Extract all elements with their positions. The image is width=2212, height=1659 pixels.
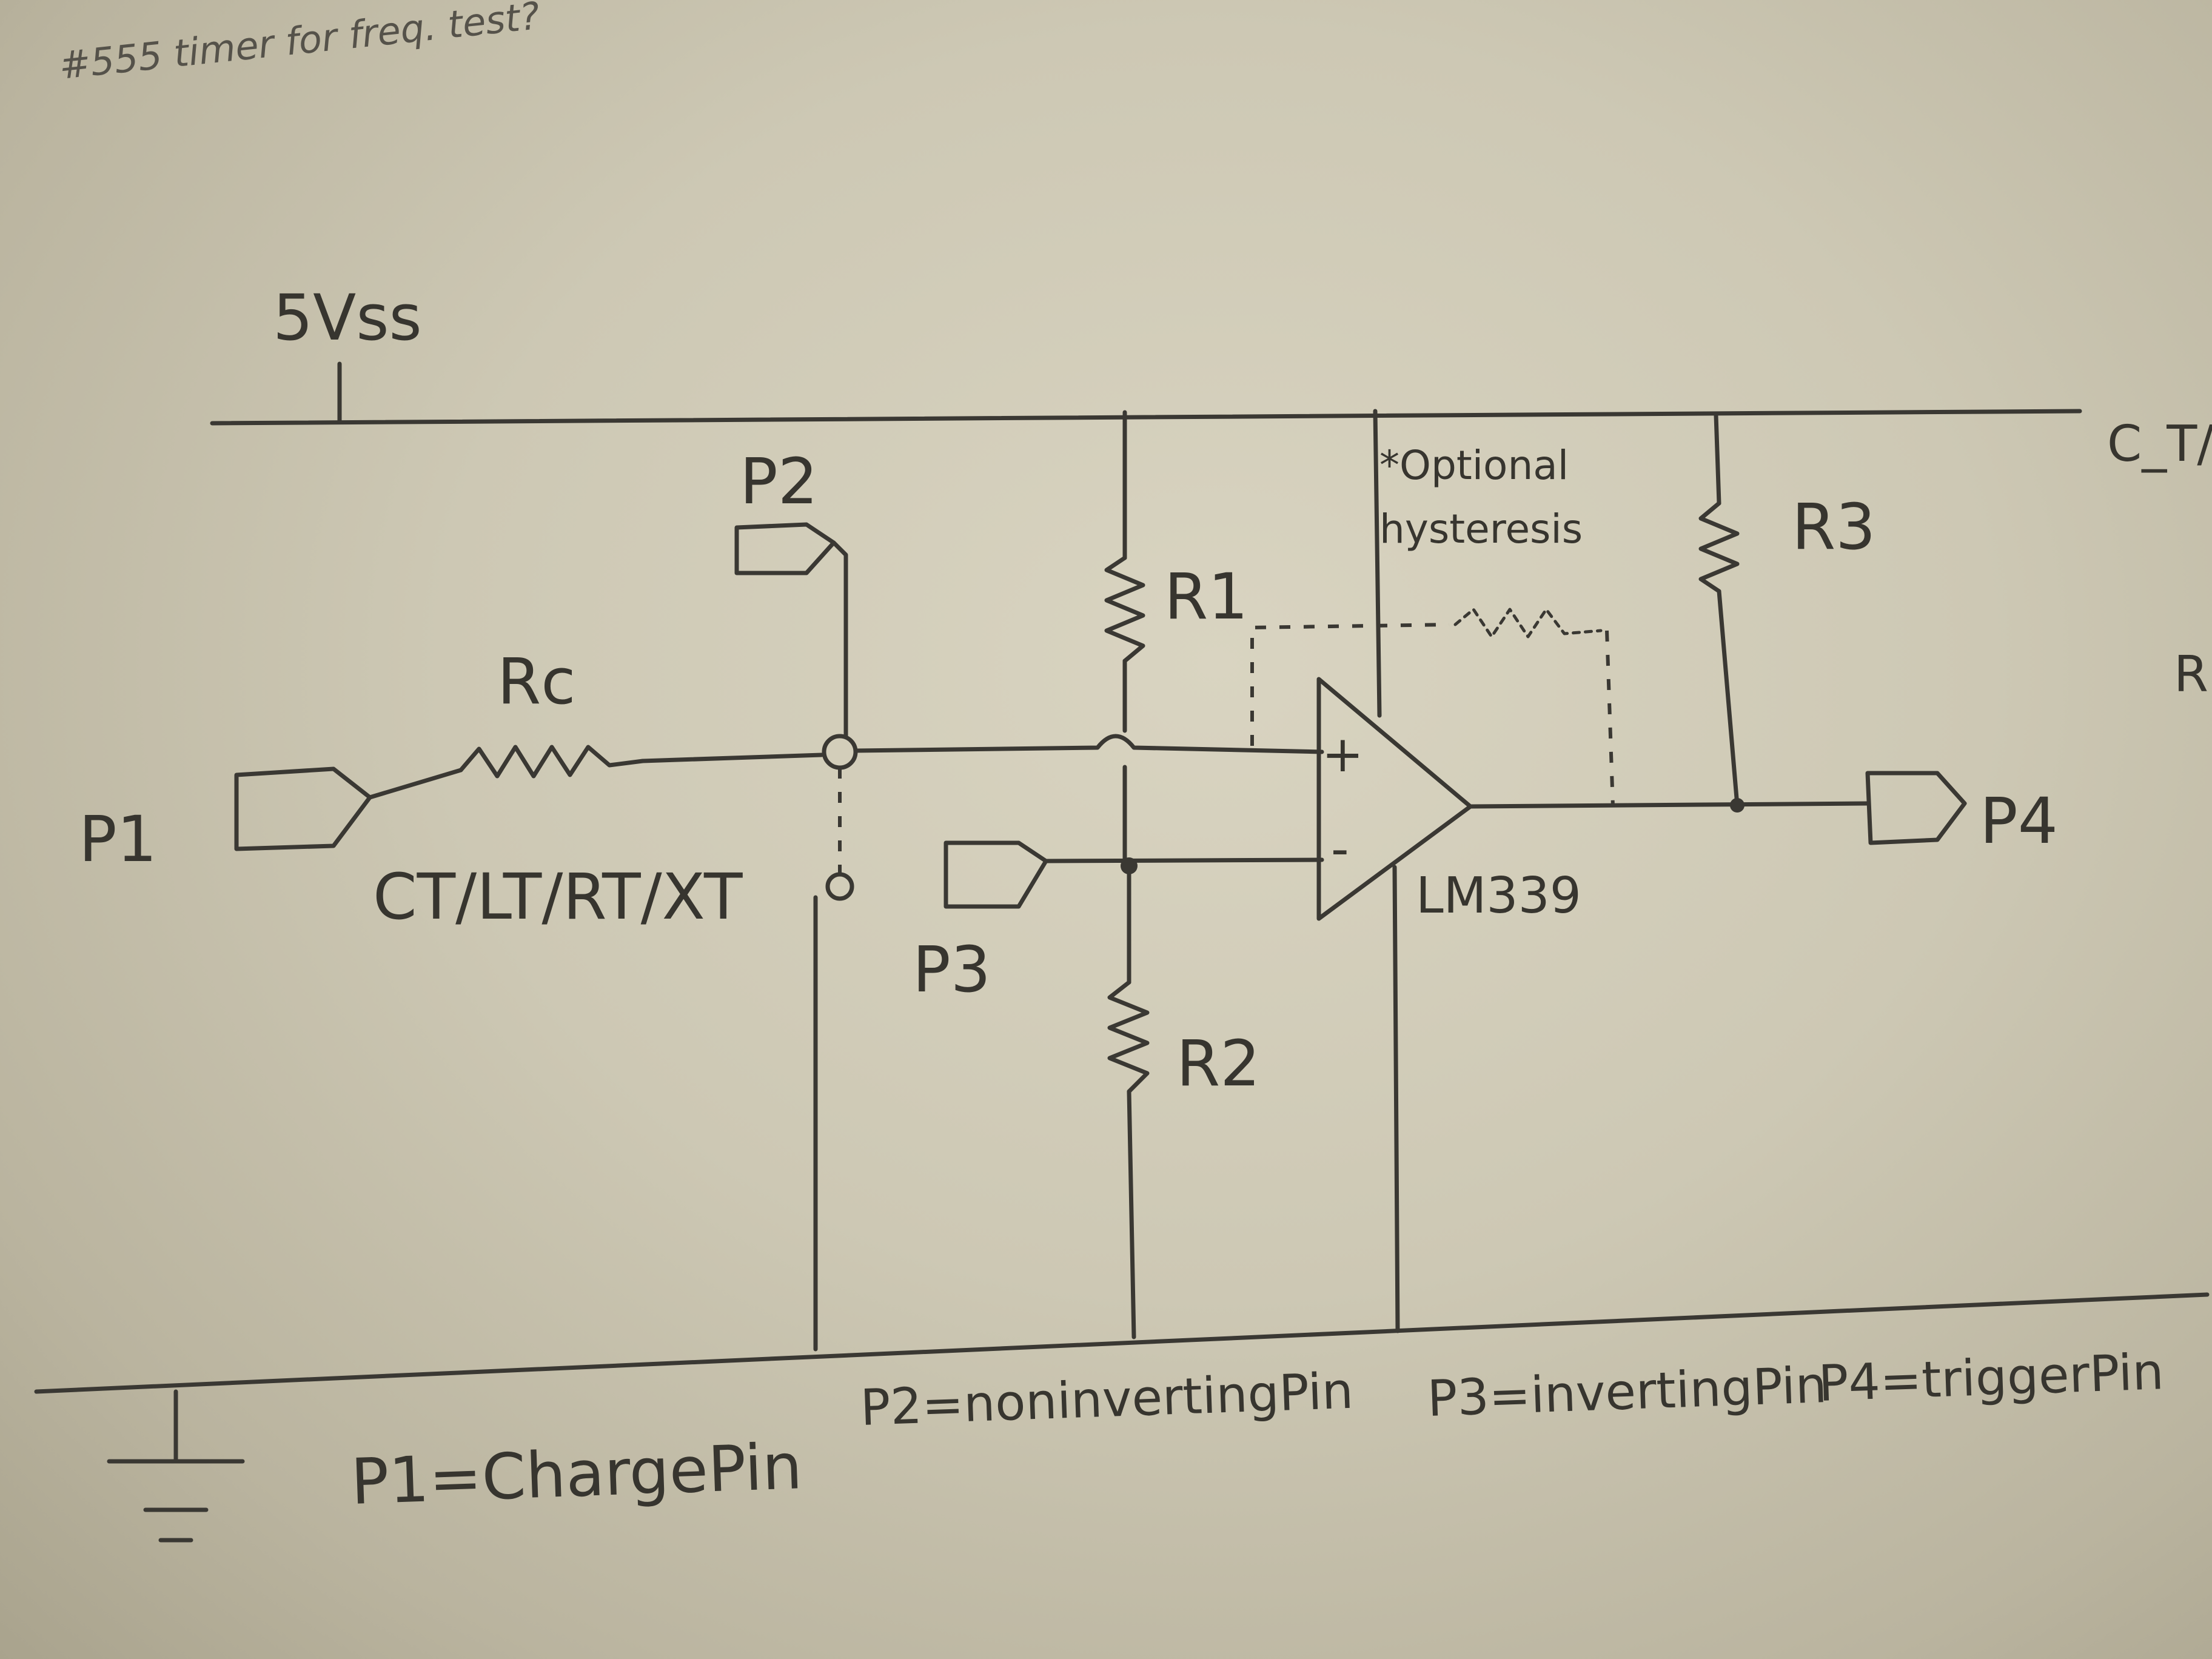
p4-connector <box>1865 771 1967 845</box>
rc-wire-right <box>640 752 824 763</box>
r2-bottom-wire <box>1127 1089 1136 1339</box>
right-edge-r: R <box>2174 646 2208 703</box>
p1-connector <box>234 766 372 851</box>
optional-note-line1: *Optional <box>1379 442 1569 489</box>
junction-node-bottom <box>825 872 854 901</box>
r3-bottom-wire <box>1717 589 1740 808</box>
optional-note-line2: hysteresis <box>1379 506 1583 552</box>
ground-rail <box>34 1292 2210 1394</box>
legend-p4: P4=triggerPin <box>1817 1343 2165 1413</box>
comparator-ground-wire <box>1392 865 1400 1333</box>
hysteresis-resistor <box>1453 608 1603 638</box>
ground-symbol <box>107 1389 245 1543</box>
r2-label: R2 <box>1176 1027 1260 1101</box>
legend-p2: P2=noninvertingPin <box>859 1362 1354 1437</box>
r1-label: R1 <box>1164 560 1248 634</box>
legend-p1: P1=ChargePin <box>350 1429 803 1519</box>
rc-label: Rc <box>497 645 575 719</box>
junction-node-top <box>822 734 858 770</box>
p1-label: P1 <box>79 802 157 876</box>
output-wire <box>1468 801 1870 809</box>
legend-p3: P3=invertingPin <box>1426 1356 1828 1428</box>
p2-connector <box>734 522 848 739</box>
hysteresis-dashed-loop <box>1250 623 1450 746</box>
test-element-label: CT/LT/RT/XT <box>373 860 743 934</box>
r2-resistor <box>1107 980 1150 1094</box>
r3-label: R3 <box>1792 490 1875 564</box>
p4-label: P4 <box>1980 784 2058 858</box>
r3-resistor <box>1698 501 1740 594</box>
inv-wire <box>1044 857 1324 863</box>
comparator-label: LM339 <box>1416 867 1581 925</box>
r1-resistor <box>1104 555 1145 663</box>
r3-top-wire <box>1714 413 1721 506</box>
top-note: #555 timer for freq. test? <box>57 0 542 88</box>
noninv-wire <box>853 734 1324 754</box>
supply-rail <box>210 409 2082 426</box>
rc-resistor <box>458 745 645 779</box>
p3-label: P3 <box>913 933 991 1007</box>
comparator-power-wire <box>1373 409 1382 718</box>
comparator-minus: - <box>1331 820 1349 878</box>
supply-label: 5Vss <box>273 281 422 355</box>
hysteresis-dashed-return <box>1605 630 1615 807</box>
rc-wire-left <box>367 768 463 800</box>
right-edge-label: C_T/L <box>2107 415 2212 473</box>
p2-label: P2 <box>740 444 818 518</box>
comparator-plus: + <box>1322 726 1364 783</box>
comparator-triangle <box>1316 677 1473 921</box>
p3-connector <box>943 840 1048 909</box>
